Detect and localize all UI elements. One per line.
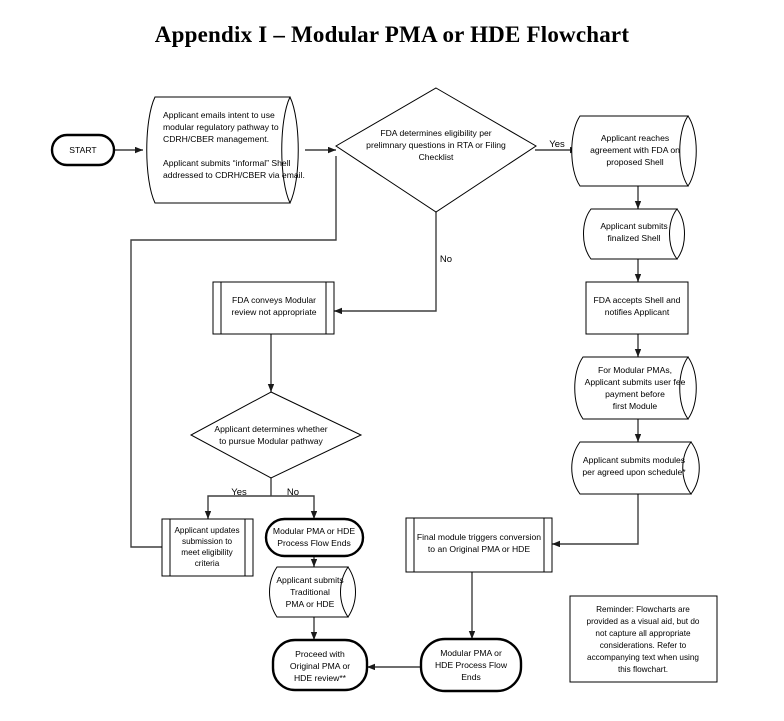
node-user-fee[interactable]: For Modular PMAs, Applicant submits user… bbox=[574, 356, 697, 420]
node-updates-submission[interactable]: Applicant updates submission to meet eli… bbox=[161, 518, 254, 577]
connectors bbox=[113, 146, 642, 671]
node-pursue-decision[interactable]: Applicant determines whether to pursue M… bbox=[189, 391, 363, 479]
node-intent-line-0: Applicant emails intent to use bbox=[163, 110, 275, 120]
node-intent-line-2: CDRH/CBER management. bbox=[163, 134, 269, 144]
node-intent-email[interactable]: Applicant emails intent to use modular r… bbox=[146, 96, 305, 204]
edge-label-eligibility-yes: Yes bbox=[549, 139, 565, 150]
node-userfee-line-2: payment before bbox=[605, 389, 665, 399]
edge-eligibility-no bbox=[334, 210, 437, 315]
node-finalized-line-1: finalized Shell bbox=[607, 233, 660, 243]
node-traditional-submission[interactable]: Applicant submits Traditional PMA or HDE bbox=[269, 566, 356, 618]
node-updates-line-3: criteria bbox=[195, 559, 220, 568]
node-modules-line-1: per agreed upon schedule* bbox=[582, 467, 686, 477]
node-updates-line-1: submission to bbox=[182, 537, 233, 546]
node-agreement-line-0: Applicant reaches bbox=[601, 133, 669, 143]
node-flowendsupper-line-0: Modular PMA or HDE bbox=[273, 526, 355, 536]
node-agreement-line-2: proposed Shell bbox=[606, 157, 663, 167]
node-intent-line-1: modular regulatory pathway to bbox=[163, 122, 279, 132]
node-flowendsupper-line-1: Process Flow Ends bbox=[277, 538, 351, 548]
page-title: Appendix I – Modular PMA or HDE Flowchar… bbox=[154, 22, 630, 47]
node-flow-ends-lower[interactable]: Modular PMA or HDE Process Flow Ends bbox=[419, 637, 523, 693]
edge-pursue-no bbox=[271, 495, 318, 519]
node-userfee-line-1: Applicant submits user fee bbox=[585, 377, 686, 387]
node-finalmodule-line-1: to an Original PMA or HDE bbox=[428, 544, 530, 554]
node-intent-line-4: Applicant submits “informal” Shell bbox=[163, 158, 291, 168]
node-flowendslower-line-2: Ends bbox=[461, 672, 481, 682]
node-proceed-line-0: Proceed with bbox=[295, 649, 345, 659]
node-agreement-line-1: agreement with FDA on bbox=[590, 145, 680, 155]
node-eligibility-decision[interactable]: FDA determines eligibility per prelimnar… bbox=[335, 87, 537, 213]
node-finalmodule-line-0: Final module triggers conversion bbox=[417, 532, 541, 542]
node-eligibility-line-2: Checklist bbox=[419, 152, 454, 162]
reminder-line-1: provided as a visual aid, but do bbox=[587, 617, 700, 626]
edge-label-eligibility-no: No bbox=[440, 254, 452, 265]
edge-label-pursue-yes: Yes bbox=[231, 487, 247, 498]
node-proceed-original[interactable]: Proceed with Original PMA or HDE review*… bbox=[271, 638, 369, 692]
node-pursue-line-1: to pursue Modular pathway bbox=[219, 436, 323, 446]
reminder-line-3: considerations. Refer to bbox=[600, 641, 687, 650]
node-eligibility-line-0: FDA determines eligibility per bbox=[380, 128, 491, 138]
reminder-line-4: accompanying text when using bbox=[587, 653, 699, 662]
node-traditional-line-0: Applicant submits bbox=[276, 575, 343, 585]
node-flowendslower-line-0: Modular PMA or bbox=[440, 648, 502, 658]
node-flow-ends-upper[interactable]: Modular PMA or HDE Process Flow Ends bbox=[264, 517, 365, 558]
node-flowendslower-line-1: HDE Process Flow bbox=[435, 660, 508, 670]
node-final-module[interactable]: Final module triggers conversion to an O… bbox=[405, 517, 553, 573]
node-proceed-line-2: HDE review** bbox=[294, 673, 347, 683]
node-modules-line-0: Applicant submits modules bbox=[583, 455, 685, 465]
node-accepts-line-0: FDA accepts Shell and bbox=[594, 295, 681, 305]
node-userfee-line-0: For Modular PMAs, bbox=[598, 365, 672, 375]
node-traditional-line-1: Traditional bbox=[290, 587, 330, 597]
node-agreement-shell[interactable]: Applicant reaches agreement with FDA on … bbox=[571, 115, 697, 187]
node-eligibility-line-1: prelimnary questions in RTA or Filing bbox=[366, 140, 506, 150]
node-updates-line-2: meet eligibility bbox=[181, 548, 233, 557]
reminder-line-2: not capture all appropriate bbox=[595, 629, 691, 638]
edge-pursue-yes bbox=[204, 495, 271, 519]
node-pursue-line-0: Applicant determines whether bbox=[214, 424, 327, 434]
node-userfee-line-3: first Module bbox=[613, 401, 658, 411]
node-finalized-line-0: Applicant submits bbox=[600, 221, 667, 231]
edge-label-pursue-no: No bbox=[287, 487, 299, 498]
node-proceed-line-1: Original PMA or bbox=[290, 661, 350, 671]
node-intent-line-5: addressed to CDRH/CBER via email. bbox=[163, 170, 305, 180]
node-start[interactable]: START bbox=[50, 133, 116, 167]
node-start-label: START bbox=[69, 145, 97, 155]
reminder-line-5: this flowchart. bbox=[618, 665, 668, 674]
node-notappropriate-line-0: FDA conveys Modular bbox=[232, 295, 316, 305]
node-updates-line-0: Applicant updates bbox=[174, 526, 239, 535]
node-notappropriate-line-1: review not appropriate bbox=[231, 307, 316, 317]
edge-modules-to-finalmodule bbox=[552, 494, 639, 548]
node-fda-accepts-shell[interactable]: FDA accepts Shell and notifies Applicant bbox=[585, 281, 689, 335]
edge-updates-loop-back bbox=[130, 156, 337, 548]
node-not-appropriate[interactable]: FDA conveys Modular review not appropria… bbox=[212, 281, 335, 335]
node-accepts-line-1: notifies Applicant bbox=[605, 307, 670, 317]
node-finalized-shell[interactable]: Applicant submits finalized Shell bbox=[583, 208, 685, 260]
reminder-line-0: Reminder: Flowcharts are bbox=[596, 605, 690, 614]
node-reminder-note: Reminder: Flowcharts are provided as a v… bbox=[569, 595, 718, 683]
node-submits-modules[interactable]: Applicant submits modules per agreed upo… bbox=[571, 441, 700, 495]
node-traditional-line-2: PMA or HDE bbox=[286, 599, 335, 609]
